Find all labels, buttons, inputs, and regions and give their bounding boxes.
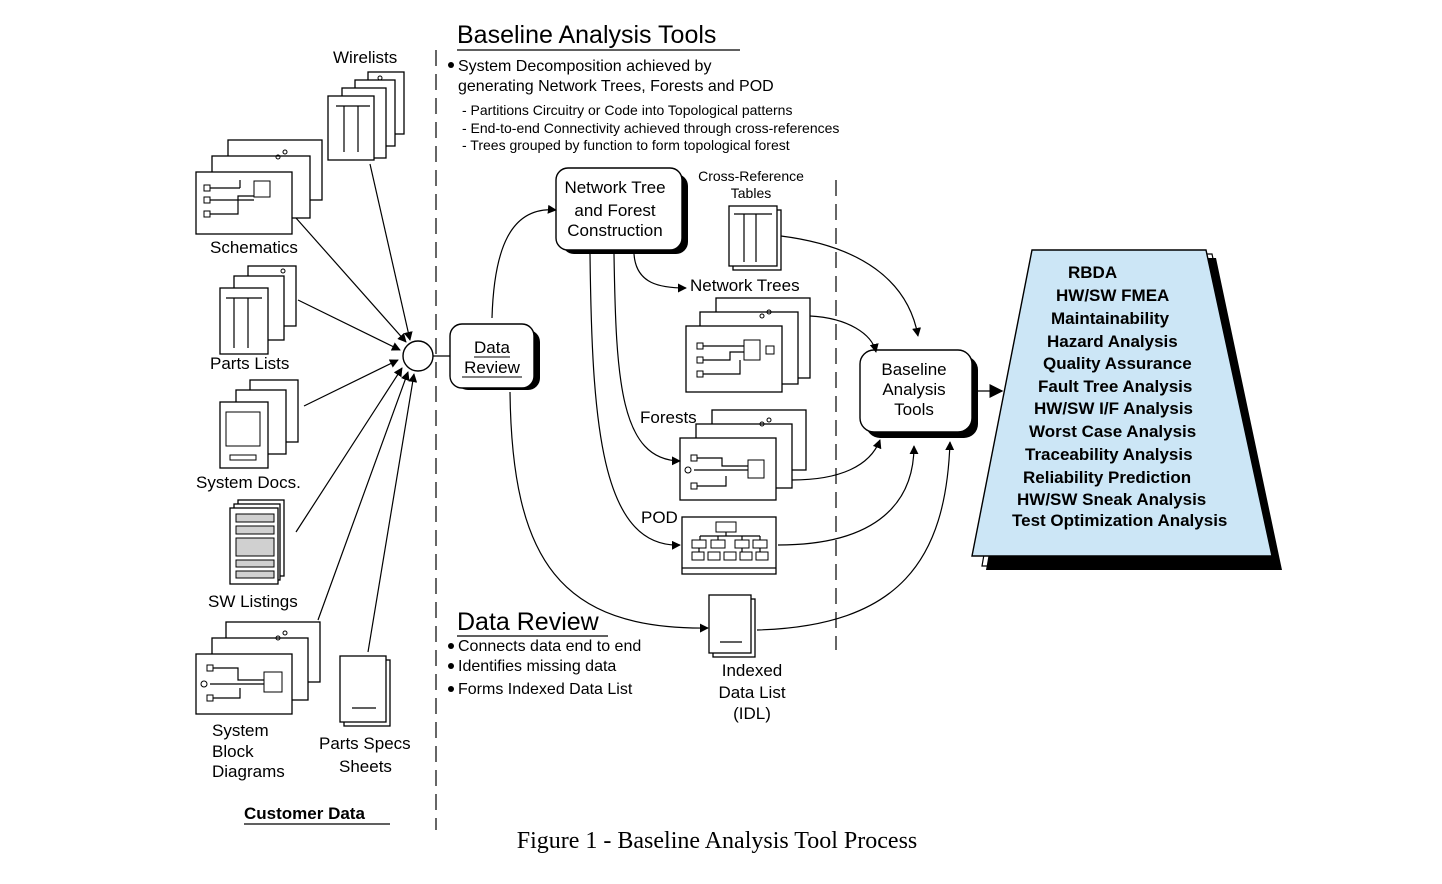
parts-specs-label-1: Parts Specs bbox=[319, 734, 411, 753]
system-docs-label: System Docs. bbox=[196, 473, 301, 492]
ntfc-label-3: Construction bbox=[567, 221, 662, 240]
analysis-item: Traceability Analysis bbox=[1025, 445, 1193, 464]
ntfc-label-1: Network Tree bbox=[564, 178, 665, 197]
analysis-item: Quality Assurance bbox=[1043, 354, 1192, 373]
analysis-item: Worst Case Analysis bbox=[1029, 422, 1196, 441]
system-docs-icon bbox=[219, 379, 299, 469]
data-review-bullet-1: Connects data end to end bbox=[458, 638, 641, 655]
collector-node bbox=[402, 340, 434, 372]
ntfc-label-2: and Forest bbox=[574, 201, 656, 220]
idl-label-2: Data List bbox=[718, 683, 785, 702]
analysis-panel bbox=[971, 249, 1273, 557]
data-review-label-2: Review bbox=[464, 358, 520, 377]
data-review-title: Data Review bbox=[457, 608, 600, 636]
analysis-item: Test Optimization Analysis bbox=[1012, 511, 1227, 530]
forests-label: Forests bbox=[640, 408, 697, 427]
analysis-item: Hazard Analysis bbox=[1047, 332, 1178, 351]
pod-label: POD bbox=[641, 508, 678, 527]
idl-label-1: Indexed bbox=[722, 661, 783, 680]
customer-data-arrows bbox=[295, 163, 418, 653]
tools-bullet-line1: System Decomposition achieved by bbox=[458, 58, 711, 75]
wirelists-label: Wirelists bbox=[333, 48, 397, 67]
system-block-label-1: System bbox=[212, 721, 269, 740]
data-review-node bbox=[449, 323, 535, 389]
network-trees-icon bbox=[685, 297, 811, 393]
figure-caption: Figure 1 - Baseline Analysis Tool Proces… bbox=[517, 828, 918, 854]
tools-bullet-line2: generating Network Trees, Forests and PO… bbox=[458, 78, 774, 95]
indexed-data-list-icon bbox=[708, 594, 756, 658]
customer-data-heading: Customer Data bbox=[244, 804, 365, 823]
parts-specs-icon bbox=[339, 655, 391, 727]
data-review-bullet-3: Forms Indexed Data List bbox=[458, 681, 633, 698]
tools-sub-bullet-1: - Partitions Circuitry or Code into Topo… bbox=[462, 102, 792, 118]
analysis-item: HW/SW FMEA bbox=[1056, 286, 1169, 305]
tools-sub-bullet-2: - End-to-end Connectivity achieved throu… bbox=[462, 120, 839, 136]
wirelists-icon bbox=[327, 71, 405, 161]
sw-listings-label: SW Listings bbox=[208, 592, 298, 611]
pod-icon bbox=[681, 516, 777, 575]
system-block-label-2: Block bbox=[212, 742, 254, 761]
analysis-list: RBDA HW/SW FMEA Maintainability Hazard A… bbox=[1012, 263, 1227, 530]
network-trees-label: Network Trees bbox=[690, 276, 800, 295]
analysis-item: Fault Tree Analysis bbox=[1038, 377, 1192, 396]
xref-label-2: Tables bbox=[731, 185, 771, 201]
parts-specs-label-2: Sheets bbox=[339, 757, 392, 776]
system-block-diagrams-icon bbox=[195, 621, 321, 715]
system-block-label-3: Diagrams bbox=[212, 762, 285, 781]
tools-sub-bullet-3: - Trees grouped by function to form topo… bbox=[462, 137, 790, 153]
xref-label-1: Cross-Reference bbox=[698, 168, 804, 184]
schematics-label: Schematics bbox=[210, 238, 298, 257]
analysis-item: Reliability Prediction bbox=[1023, 468, 1191, 487]
diagram-title: Baseline Analysis Tools bbox=[457, 21, 716, 49]
forests-icon bbox=[679, 409, 807, 501]
analysis-item: HW/SW I/F Analysis bbox=[1034, 399, 1193, 418]
flow-arrows bbox=[491, 204, 1004, 633]
bat-label-3: Tools bbox=[894, 400, 934, 419]
analysis-item: Maintainability bbox=[1051, 309, 1170, 328]
analysis-item: RBDA bbox=[1068, 263, 1117, 282]
data-review-bullet-2: Identifies missing data bbox=[458, 658, 616, 675]
cross-reference-tables-icon bbox=[728, 205, 782, 271]
sw-listings-icon bbox=[229, 499, 285, 585]
parts-lists-icon bbox=[219, 265, 297, 355]
baseline-analysis-tools-node bbox=[859, 349, 973, 433]
idl-label-3: (IDL) bbox=[733, 704, 771, 723]
data-review-label-1: Data bbox=[474, 338, 510, 357]
parts-lists-label: Parts Lists bbox=[210, 354, 289, 373]
bat-label-1: Baseline bbox=[881, 360, 946, 379]
analysis-item: HW/SW Sneak Analysis bbox=[1017, 490, 1206, 509]
bat-label-2: Analysis bbox=[882, 380, 945, 399]
schematics-icon bbox=[195, 139, 323, 235]
